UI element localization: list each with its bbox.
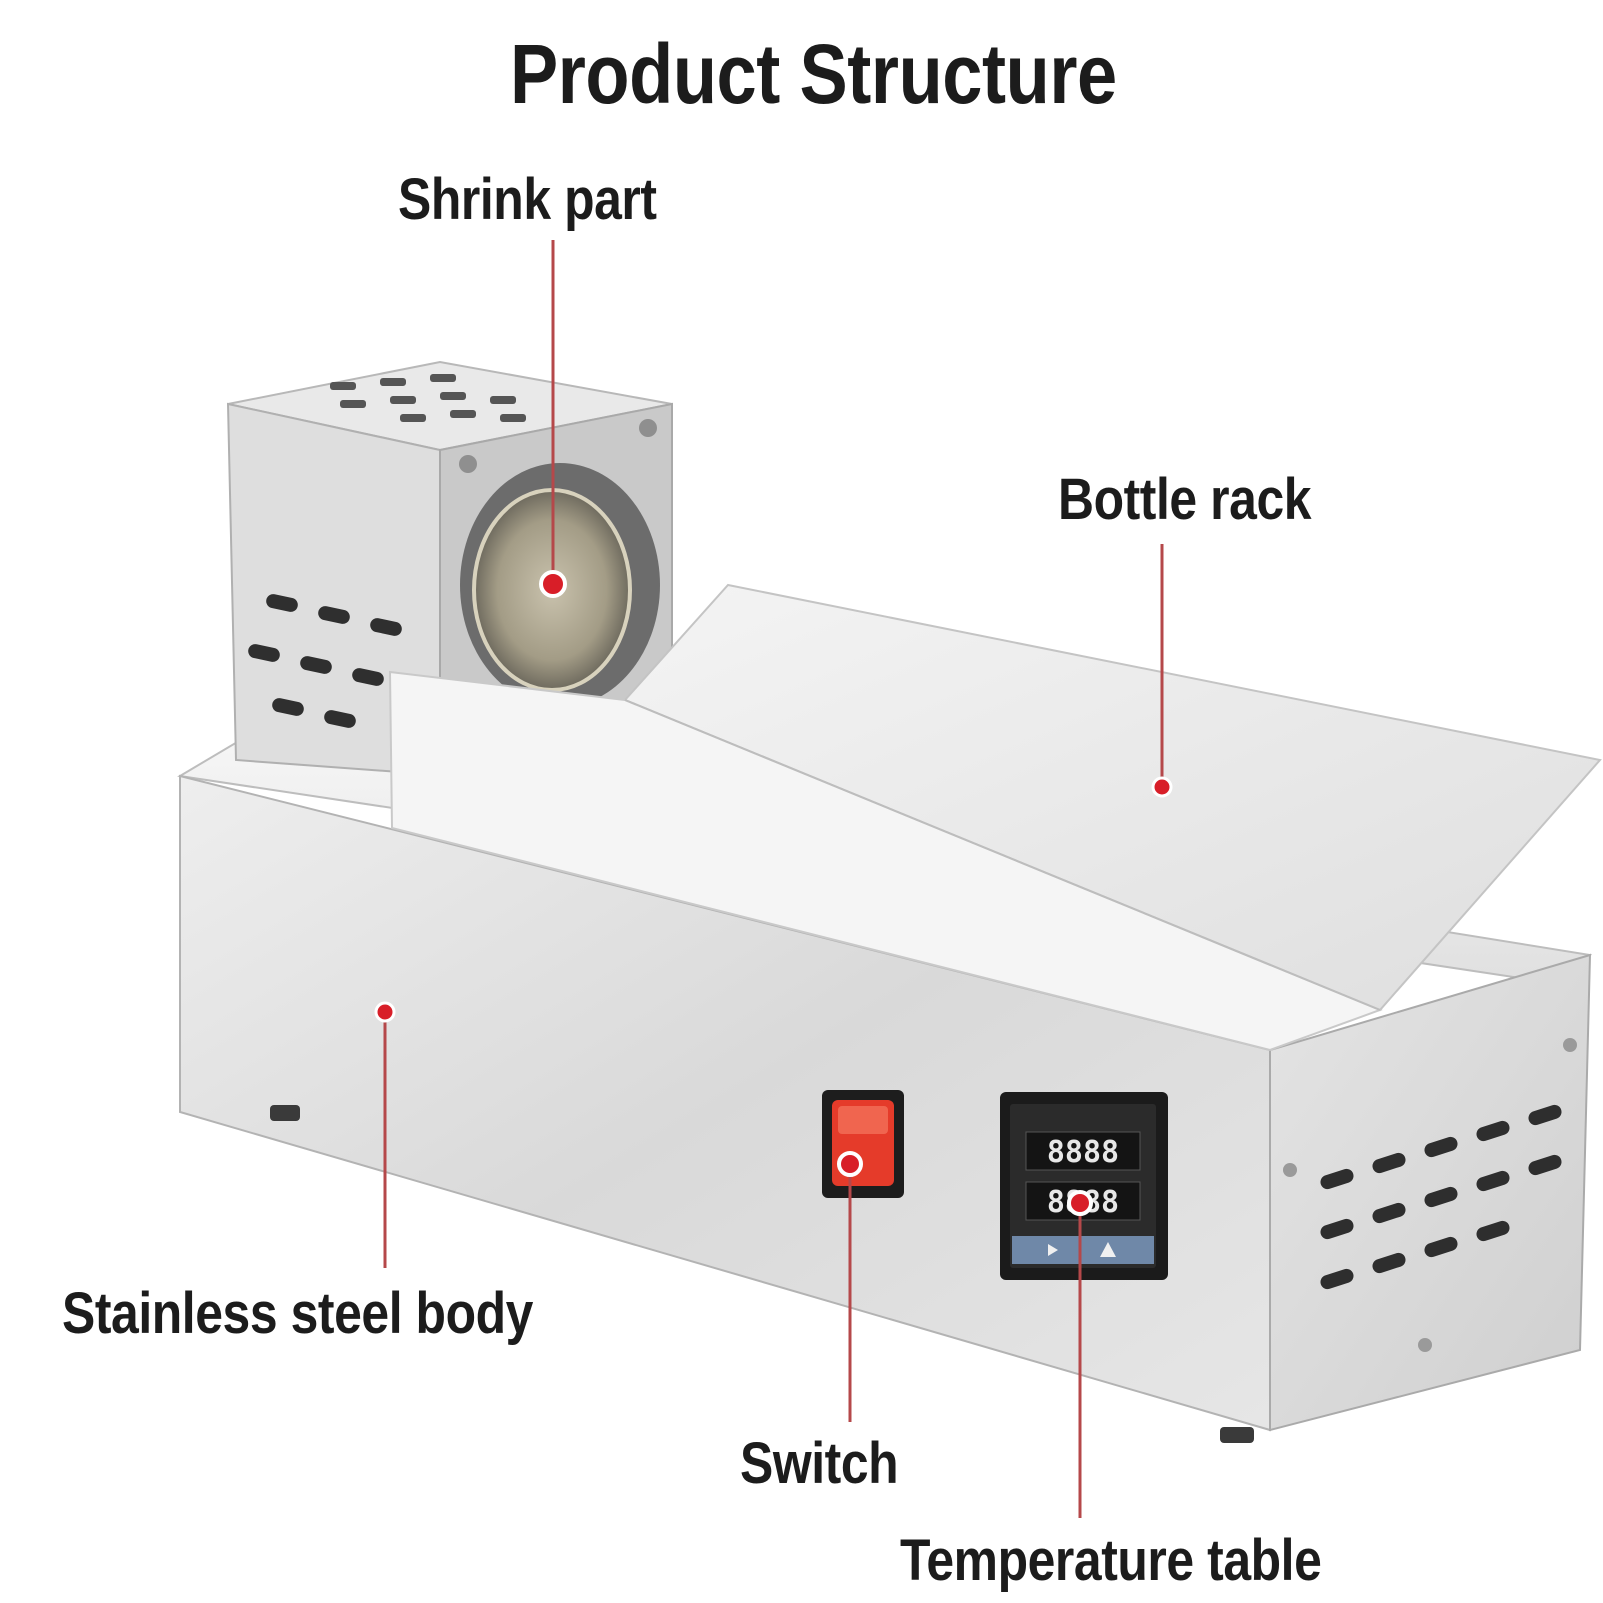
marker-switch [837,1151,863,1177]
button-up-icon [1100,1242,1116,1257]
shrink-part-housing [226,360,673,777]
body-foot [270,1105,300,1121]
label-temperature-table: Temperature table [900,1528,1322,1593]
marker-shrink-part [539,570,567,598]
pv-display: 8888 [1047,1135,1119,1170]
controller-button-strip [1012,1236,1154,1264]
label-shrink-part: Shrink part [398,167,657,232]
label-stainless-steel-body: Stainless steel body [62,1281,533,1346]
housing-side-vents [248,594,402,728]
temperature-controller: 8888 8888 [1000,1092,1168,1280]
screw [1418,1338,1432,1352]
screw [639,419,657,437]
screw [1283,1163,1297,1177]
screw [1563,1038,1577,1052]
side-vent-slots [1320,1104,1562,1290]
marker-body [374,1001,396,1023]
housing-top-vents [330,374,526,422]
markers [374,570,1173,1216]
rack-front-panel [388,670,1383,1052]
screw [459,455,477,473]
label-switch: Switch [740,1431,899,1496]
power-switch [822,1090,904,1198]
marker-bottle-rack [1151,776,1173,798]
leader-lines [383,240,1164,1518]
body-side-face [1269,953,1592,1432]
marker-temperature [1067,1190,1093,1216]
button-left-icon [1048,1244,1058,1256]
switch-rocker-highlight [838,1106,888,1134]
body-foot [1220,1427,1254,1443]
pv-display-window [1025,1131,1141,1171]
label-bottle-rack: Bottle rack [1058,467,1312,532]
rack-fold [624,699,1381,1011]
page-title: Product Structure [510,27,1117,121]
bottle-rack [388,583,1602,1052]
